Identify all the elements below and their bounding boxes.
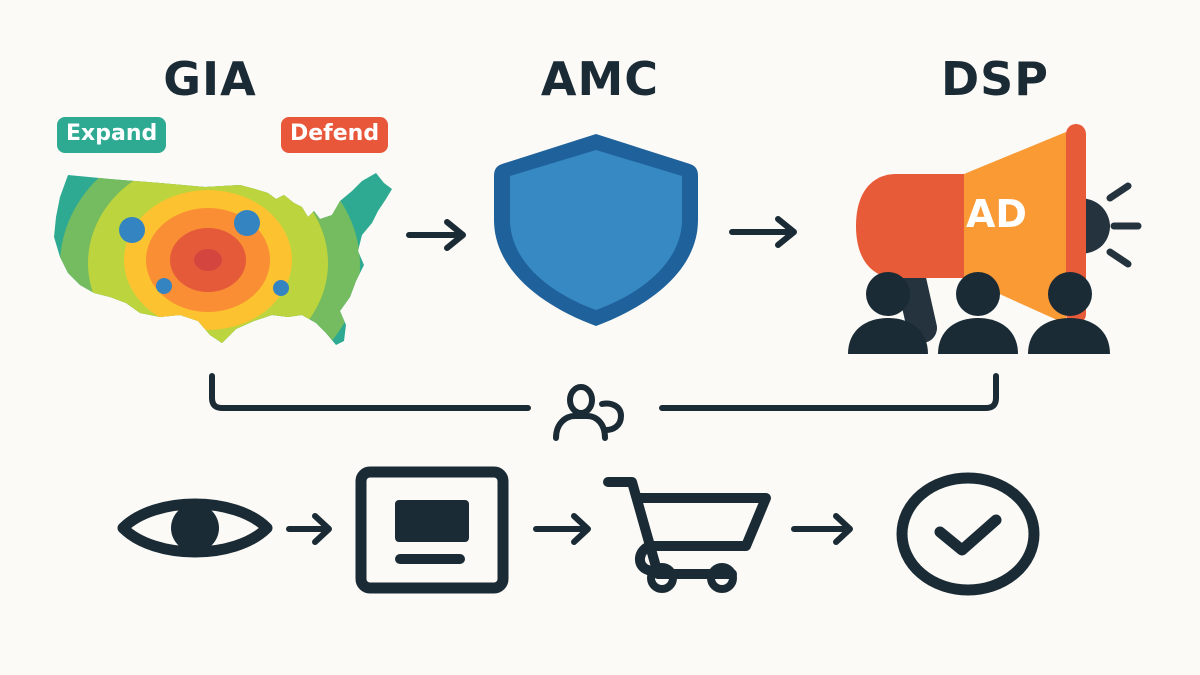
location-marker [273,280,289,296]
display-ad-icon [355,466,509,594]
location-marker [156,278,172,294]
shield-icon [494,134,698,326]
location-marker [119,217,145,243]
expand-badge: Expand [57,117,167,153]
eye-icon [117,498,273,558]
connector-bracket [209,373,999,411]
arrow-right-icon [533,513,591,545]
sound-waves-icon [1106,182,1142,268]
audience-people-icon [848,272,1110,354]
arrow-right-icon [791,513,853,545]
megaphone-ad-label: AD [966,192,1027,236]
heat-core [194,249,222,271]
us-heatmap-icon [54,173,392,345]
arrow-right-icon [729,216,797,248]
audience-users-icon [553,384,625,441]
check-circle-icon [896,472,1040,596]
shopping-cart-icon [603,477,771,593]
stage-title-gia: GIA [163,52,257,106]
megaphone-body [856,174,964,278]
arrow-right-icon [286,513,332,545]
megaphone-audience-icon [848,124,1142,354]
stage-title-amc: AMC [540,52,660,106]
location-marker [234,210,260,236]
stage-title-dsp: DSP [940,52,1050,106]
defend-badge: Defend [281,117,389,153]
arrow-right-icon [406,219,466,251]
